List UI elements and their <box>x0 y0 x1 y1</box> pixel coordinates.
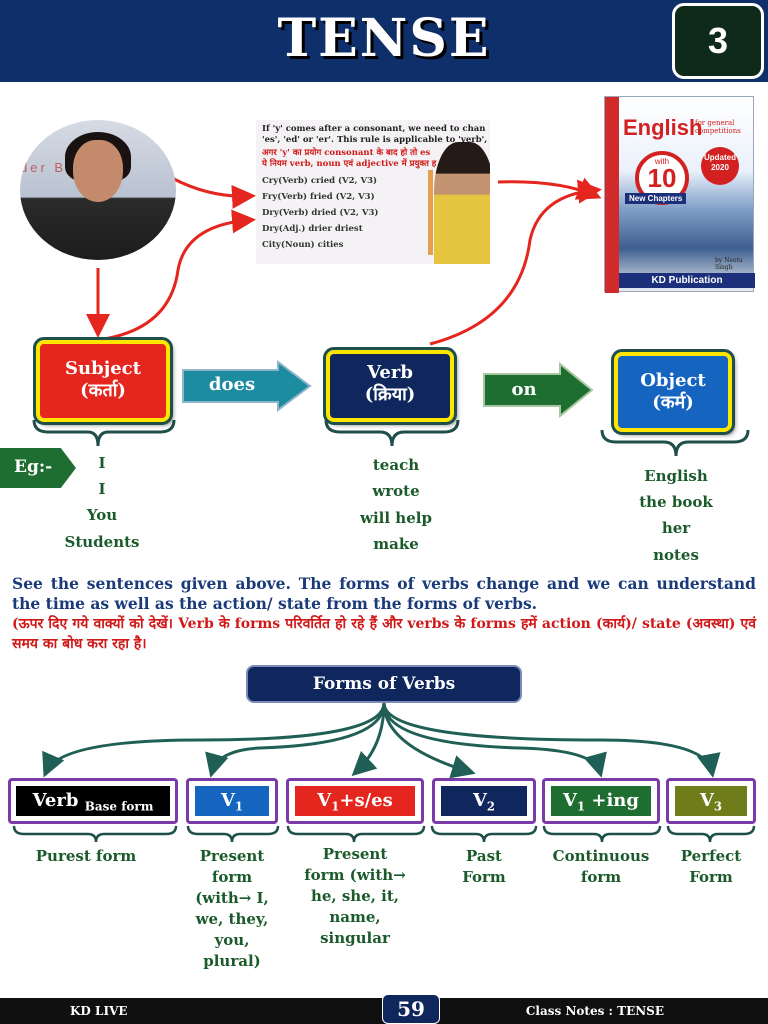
on-label: on <box>511 379 537 400</box>
arrow-teacher-to-lesson <box>171 176 256 209</box>
example-object: notes <box>653 546 699 564</box>
page-number: 59 <box>382 994 440 1024</box>
on-arrow <box>483 361 594 419</box>
lesson-line: 'es', 'ed' or 'er'. This rule is applica… <box>262 135 488 145</box>
example-verb: teach <box>372 456 420 474</box>
book-updated-badge: Updated 2020 <box>701 147 739 185</box>
object-label-hindi: (कर्म) <box>652 392 694 413</box>
explanation-hindi: (ऊपर दिए गये वाक्यों को देखें। Verb के f… <box>12 616 756 652</box>
lesson-photo: If 'y' comes after a consonant, we need … <box>256 120 490 264</box>
form-box-v3: V3 <box>666 778 756 824</box>
lesson-line: Cry(Verb) cried (V2, V3) <box>262 176 378 186</box>
lesson-line: अगर 'y' का प्रयोग consonant के बाद हो तो… <box>262 148 431 158</box>
example-subject: I <box>98 480 106 498</box>
verb-label: Verb <box>367 362 413 383</box>
form-sub: Base form <box>84 799 154 814</box>
example-subject: Students <box>64 533 140 551</box>
verb-bracket <box>324 419 460 447</box>
form-desc-v2: Past Form <box>462 847 506 886</box>
arrow-subject-to-lesson <box>97 209 256 342</box>
book-publisher: KD Publication <box>619 273 755 288</box>
book-subtitle: for general competitions <box>695 119 741 135</box>
form-box-v1: V1 <box>186 778 278 824</box>
lesson-line: If 'y' comes after a consonant, we need … <box>262 124 486 134</box>
verb-label-hindi: (क्रिया) <box>364 384 416 405</box>
footer-brand: KD LIVE <box>70 1004 128 1018</box>
footer-class-notes: Class Notes : TENSE <box>525 1004 664 1018</box>
subject-bracket <box>32 419 176 447</box>
forms-of-verbs-title: Forms of Verbs <box>246 665 522 703</box>
section-number-badge: 3 <box>672 3 764 79</box>
object-label: Object <box>640 370 706 391</box>
form-desc-base: Purest form <box>35 847 137 865</box>
lesson-line: City(Noun) cities <box>262 240 344 250</box>
example-tag: Eg:- <box>0 448 76 488</box>
form-desc-v1: Present form (with→ I, we, they, you, pl… <box>195 847 269 970</box>
explanation-english: See the sentences given above. The forms… <box>12 574 756 613</box>
form-main: Verb <box>32 790 79 811</box>
subject-box: Subject (कर्ता) <box>33 337 173 425</box>
does-arrow <box>182 360 312 412</box>
verb-box: Verb (क्रिया) <box>323 347 457 425</box>
lesson-teacher-figure <box>434 142 490 264</box>
form-box-v2: V2 <box>432 778 536 824</box>
teacher-photo: der Be into <box>20 120 176 260</box>
lesson-line: Dry(Verb) dried (V2, V3) <box>262 208 379 218</box>
subject-label-hindi: (कर्ता) <box>80 380 126 401</box>
example-subject: You <box>86 506 118 524</box>
subject-label: Subject <box>65 358 141 379</box>
lesson-line: ये नियम verb, noun एवं adjective में प्र… <box>262 159 437 169</box>
page-header: TENSE 3 <box>0 0 768 82</box>
example-object: her <box>661 519 691 537</box>
example-object: the book <box>639 493 713 511</box>
arrow-lesson-to-book <box>497 177 602 200</box>
example-verb: wrote <box>372 482 420 500</box>
lesson-line: Fry(Verb) fried (V2, V3) <box>262 192 375 202</box>
example-object: English <box>644 467 708 485</box>
book-title: English <box>623 115 703 140</box>
book-cover-image: English for general competitions with 10… <box>604 96 755 293</box>
object-bracket <box>600 429 750 457</box>
page-title: TENSE <box>277 8 491 69</box>
form-desc-v1-s-es: Present form (with→ he, she, it, name, s… <box>304 845 406 947</box>
example-verb: make <box>373 535 419 553</box>
arrow-verb-to-book <box>429 179 602 346</box>
example-verb: will help <box>360 509 432 527</box>
lesson-line: Dry(Adj.) drier driest <box>262 224 363 234</box>
form-box-v1-ing: V1 +ing <box>542 778 660 824</box>
form-desc-v1-ing: Continuous form <box>552 847 650 886</box>
form-box-base: Verb Base form <box>8 778 178 824</box>
form-desc-v3: Perfect Form <box>680 847 742 886</box>
object-box: Object (कर्म) <box>611 349 735 435</box>
form-box-v1-s-es: V1+s/es <box>286 778 424 824</box>
does-label: does <box>208 374 256 395</box>
book-author: by Neetu Singh <box>715 257 743 271</box>
example-subject: I <box>98 454 106 472</box>
book-chapters-badge: New Chapters <box>625 193 687 204</box>
